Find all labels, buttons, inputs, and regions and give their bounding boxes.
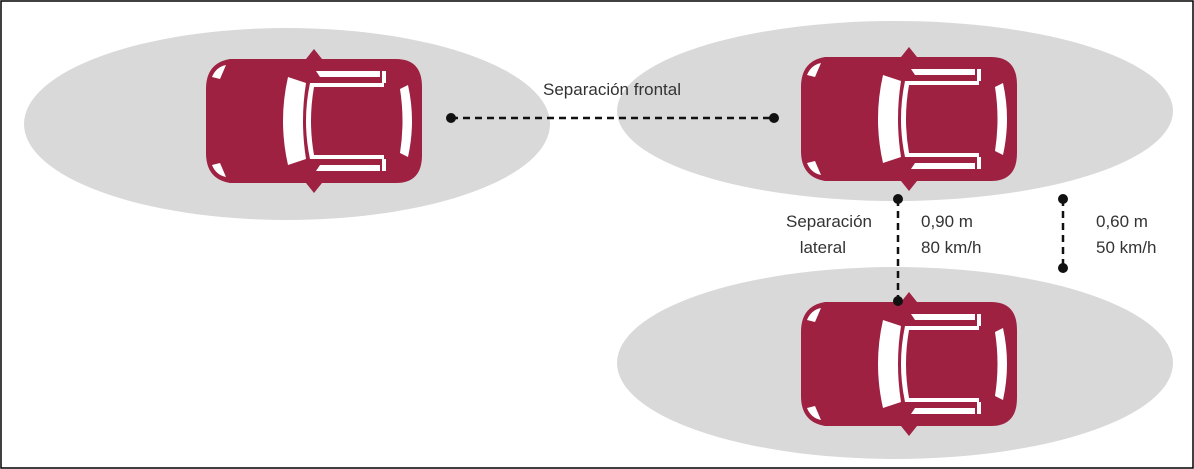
- car-lead-icon: [801, 47, 1017, 191]
- label-distance-80: 0,90 m: [921, 212, 973, 231]
- label-lateral-separation-line2: lateral: [800, 238, 846, 257]
- label-distance-50: 0,60 m: [1096, 212, 1148, 231]
- label-speed-50: 50 km/h: [1096, 238, 1156, 257]
- car-side-icon: [801, 292, 1017, 436]
- label-speed-80: 80 km/h: [921, 238, 981, 257]
- label-lateral-separation-line1: Separación: [786, 212, 872, 231]
- lateral-separation-marker-80: [893, 194, 903, 306]
- car-front-icon: [206, 49, 422, 193]
- lateral-separation-marker-50: [1058, 194, 1068, 273]
- frontal-separation-marker: [446, 113, 779, 123]
- label-frontal-separation: Separación frontal: [543, 80, 681, 99]
